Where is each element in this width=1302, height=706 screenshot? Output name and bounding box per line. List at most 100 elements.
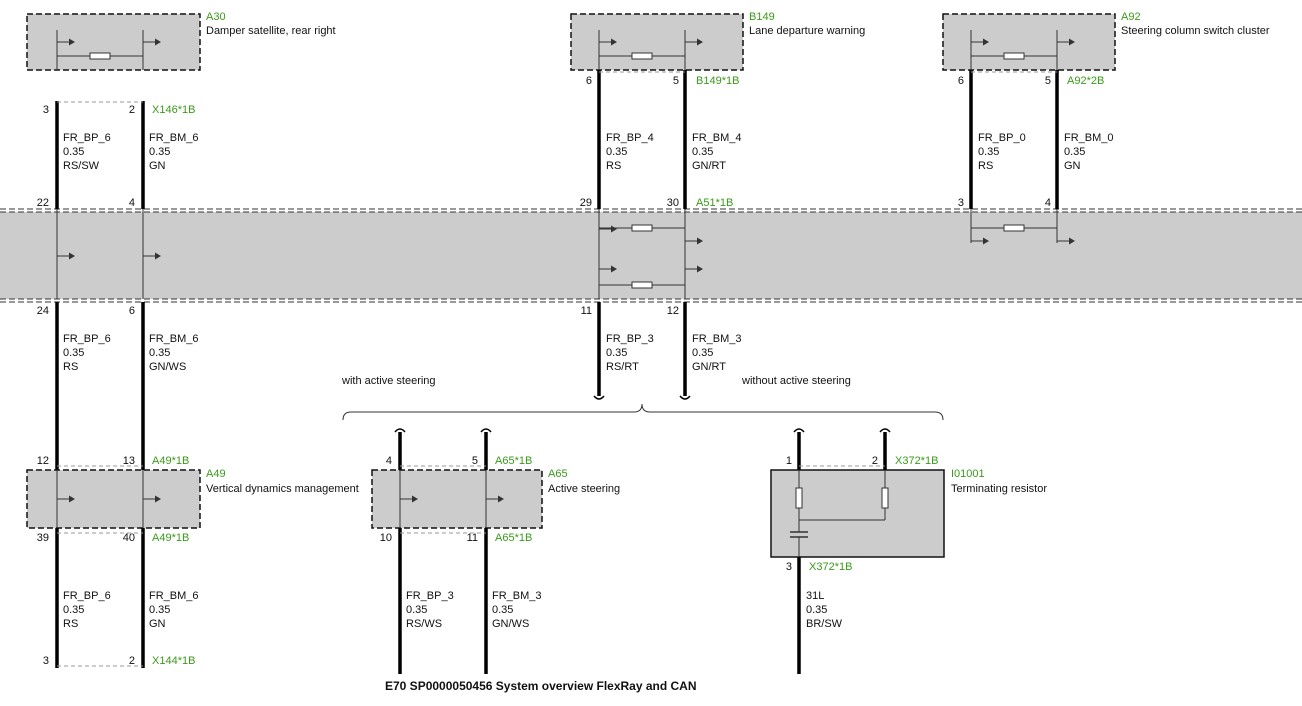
- wire-name: FR_BM_6: [149, 333, 199, 345]
- pin-number: 30: [667, 197, 679, 209]
- wire-color: RS: [606, 160, 621, 172]
- wire-name: FR_BP_4: [606, 132, 654, 144]
- variant-with-label: with active steering: [341, 375, 436, 387]
- connector-label: X146*1B: [152, 104, 195, 116]
- wire-name: FR_BP_3: [606, 333, 654, 345]
- pin-number: 5: [1045, 75, 1051, 87]
- pin-number: 2: [872, 455, 878, 467]
- wire-color: GN/WS: [149, 361, 186, 373]
- wire-size: 0.35: [1064, 146, 1085, 158]
- wire-name: FR_BM_4: [692, 132, 742, 144]
- wire-size: 0.35: [492, 604, 513, 616]
- wire-name: FR_BP_3: [406, 590, 454, 602]
- wire-size: 0.35: [63, 146, 84, 158]
- wire-name: FR_BM_6: [149, 132, 199, 144]
- connector-label: A92*2B: [1067, 75, 1104, 87]
- component-id: A30: [206, 11, 226, 23]
- pin-number: 13: [123, 455, 135, 467]
- variant-brace: with active steering without active stee…: [341, 375, 944, 421]
- component-a65[interactable]: A65 Active steering: [371, 468, 620, 529]
- component-i01001[interactable]: I01001 Terminating resistor: [770, 468, 1047, 558]
- wire-size: 0.35: [692, 347, 713, 359]
- pin-number: 3: [786, 561, 792, 573]
- wires-a65-upper: 4 5 A65*1B: [386, 428, 532, 470]
- wire-color: GN/RT: [692, 160, 726, 172]
- wires-a49-lower: 39 40 A49*1B FR_BP_6 0.35 RS FR_BM_6 0.3…: [37, 528, 199, 668]
- component-id: A65: [548, 468, 568, 480]
- pin-number: 6: [586, 75, 592, 87]
- connector-label: X144*1B: [152, 655, 195, 667]
- wires-a92: 6 5 A92*2B FR_BP_0 0.35 RS FR_BM_0 0.35 …: [958, 70, 1114, 245]
- wires-i01001-upper: 1 2 X372*1B: [786, 428, 938, 470]
- pin-number: 10: [380, 532, 392, 544]
- wire-size: 0.35: [149, 146, 170, 158]
- pin-number: 2: [129, 104, 135, 116]
- component-id: A92: [1121, 11, 1141, 23]
- connector-label: A51*1B: [696, 197, 733, 209]
- connector-label: A49*1B: [152, 455, 189, 467]
- wire-color: GN/WS: [492, 618, 529, 630]
- wire-color: GN: [1064, 160, 1081, 172]
- pin-number: 4: [129, 197, 135, 209]
- wire-color: RS: [978, 160, 993, 172]
- wire-size: 0.35: [406, 604, 427, 616]
- component-a30[interactable]: A30 Damper satellite, rear right: [26, 11, 336, 71]
- wires-a49-upper: 24 6 FR_BP_6 0.35 RS FR_BM_6 0.35 GN/WS …: [37, 302, 199, 470]
- wire-name: FR_BM_0: [1064, 132, 1114, 144]
- wire-name: FR_BP_6: [63, 590, 111, 602]
- wire-color: RS/WS: [406, 618, 442, 630]
- wires-a65-lower: 10 11 A65*1B FR_BP_3 0.35 RS/WS FR_BM_3 …: [380, 528, 542, 674]
- pin-number: 12: [667, 305, 679, 317]
- pin-number: 6: [129, 305, 135, 317]
- pin-number: 22: [37, 197, 49, 209]
- wire-size: 0.35: [692, 146, 713, 158]
- wire-name: FR_BM_6: [149, 590, 199, 602]
- pin-number: 29: [580, 197, 592, 209]
- connector-label: A65*1B: [495, 532, 532, 544]
- wire-name: FR_BM_3: [692, 333, 742, 345]
- pin-number: 11: [467, 532, 478, 544]
- wire-color: RS: [63, 618, 78, 630]
- wires-b149: 6 5 B149*1B FR_BP_4 0.35 RS FR_BM_4 0.35…: [580, 70, 742, 299]
- component-name: Damper satellite, rear right: [206, 25, 336, 37]
- pin-number: 5: [472, 455, 478, 467]
- wire-name: FR_BM_3: [492, 590, 542, 602]
- wires-variant-feed: 11 12 FR_BP_3 0.35 RS/RT FR_BM_3 0.35 GN…: [581, 302, 742, 400]
- pin-number: 6: [958, 75, 964, 87]
- wire-size: 0.35: [149, 604, 170, 616]
- connector-label: A65*1B: [495, 455, 532, 467]
- component-a92[interactable]: A92 Steering column switch cluster: [942, 11, 1270, 71]
- component-id: A49: [206, 468, 226, 480]
- pin-number: 1: [786, 455, 792, 467]
- wire-color: RS/SW: [63, 160, 100, 172]
- pin-number: 11: [581, 305, 592, 317]
- pin-number: 3: [958, 197, 964, 209]
- component-b149[interactable]: B149 Lane departure warning: [570, 11, 865, 71]
- pin-number: 4: [386, 455, 392, 467]
- component-name: Terminating resistor: [951, 483, 1047, 495]
- wire-size: 0.35: [806, 604, 827, 616]
- wire-color: RS: [63, 361, 78, 373]
- wires-i01001-lower: 3 X372*1B 31L 0.35 BR/SW: [786, 557, 852, 674]
- wire-size: 0.35: [606, 347, 627, 359]
- pin-number: 12: [37, 455, 49, 467]
- component-id: B149: [749, 11, 775, 23]
- component-id: I01001: [951, 468, 985, 480]
- component-name: Active steering: [548, 483, 620, 495]
- wire-name: 31L: [806, 590, 824, 602]
- pin-number: 5: [673, 75, 679, 87]
- pin-number: 24: [37, 305, 49, 317]
- component-a49[interactable]: A49 Vertical dynamics management: [26, 468, 359, 529]
- wire-size: 0.35: [606, 146, 627, 158]
- connector-label: X372*1B: [809, 561, 852, 573]
- pin-number: 4: [1045, 197, 1051, 209]
- variant-without-label: without active steering: [741, 375, 851, 387]
- wire-color: GN: [149, 618, 166, 630]
- wire-name: FR_BP_6: [63, 132, 111, 144]
- wire-size: 0.35: [63, 347, 84, 359]
- wire-name: FR_BP_0: [978, 132, 1026, 144]
- wire-size: 0.35: [978, 146, 999, 158]
- wires-a30: 3 2 X146*1B FR_BP_6 0.35 RS/SW FR_BM_6 0…: [37, 101, 199, 299]
- connector-label: B149*1B: [696, 75, 739, 87]
